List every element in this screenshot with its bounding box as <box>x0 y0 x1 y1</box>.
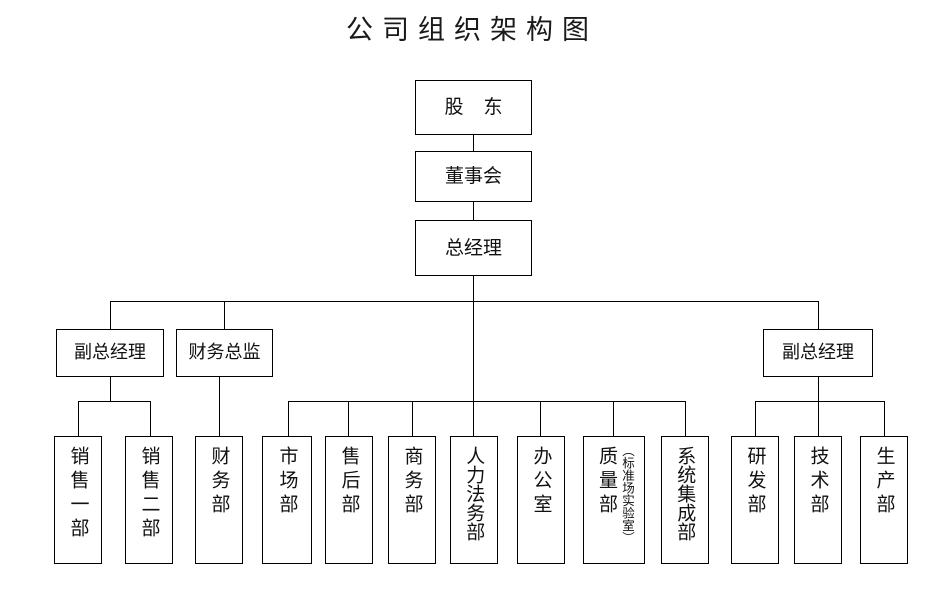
node-rd-dept-label: 研发部 <box>744 446 767 518</box>
connector-finance-director-to-finance-dept <box>219 377 221 436</box>
node-rd-dept: 研发部 <box>731 436 779 564</box>
node-tech-dept-label: 技术部 <box>807 446 830 518</box>
node-sales-2: 销售二部 <box>125 436 173 564</box>
connector-deputy-right-stem <box>817 377 819 402</box>
connector-deputy-left-stem <box>110 377 112 402</box>
node-deputy-gm-right-label: 副总经理 <box>782 342 854 364</box>
connector-gm-stem <box>472 276 474 302</box>
connector-to-hr-legal-dept <box>472 401 474 436</box>
connector-gm-bus <box>110 301 819 303</box>
node-office-label: 办公室 <box>530 446 553 518</box>
connector-shareholders-board <box>472 135 474 151</box>
node-shareholders-label: 股 东 <box>444 96 510 119</box>
connector-to-tech-dept <box>817 401 819 436</box>
node-deputy-gm-left: 副总经理 <box>56 329 164 377</box>
node-quality-dept: 质量部 （标准场实验室） <box>583 436 645 564</box>
node-board-label: 董事会 <box>444 165 502 188</box>
connector-to-sales-1 <box>78 401 80 436</box>
connector-to-business-dept <box>412 401 414 436</box>
node-board: 董事会 <box>415 151 532 202</box>
connector-to-system-integration-dept <box>684 401 686 436</box>
connector-to-office <box>540 401 542 436</box>
node-finance-dept-label: 财务部 <box>208 446 231 518</box>
connector-middle-bus <box>288 401 686 403</box>
node-quality-dept-label: 质量部 <box>596 446 619 518</box>
connector-deputy-left-bus <box>78 401 151 403</box>
node-office: 办公室 <box>517 436 565 564</box>
connector-to-production-dept <box>883 401 885 436</box>
node-system-integration-dept: 系统集成部 <box>661 436 709 564</box>
node-hr-legal-dept-label: 人力法务部 <box>463 446 486 541</box>
connector-board-gm <box>472 202 474 220</box>
node-shareholders: 股 东 <box>415 80 532 135</box>
node-general-manager: 总经理 <box>415 220 532 276</box>
node-deputy-gm-left-label: 副总经理 <box>74 342 146 364</box>
node-hr-legal-dept: 人力法务部 <box>450 436 498 564</box>
connector-deputy-right-bus <box>755 401 885 403</box>
node-sales-1-label: 销售一部 <box>67 446 90 542</box>
node-business-dept-label: 商务部 <box>401 446 424 518</box>
connector-gm-to-middle-bus <box>472 301 474 402</box>
connector-to-aftersales-dept <box>348 401 350 436</box>
node-production-dept-label: 生产部 <box>873 446 896 518</box>
node-deputy-gm-right: 副总经理 <box>763 329 873 377</box>
node-production-dept: 生产部 <box>860 436 908 564</box>
node-general-manager-label: 总经理 <box>444 236 502 259</box>
node-aftersales-dept: 售后部 <box>325 436 373 564</box>
connector-to-rd-dept <box>755 401 757 436</box>
connector-bus-to-deputy-left <box>110 301 112 329</box>
connector-to-sales-2 <box>149 401 151 436</box>
node-marketing-dept: 市场部 <box>262 436 312 564</box>
node-sales-1: 销售一部 <box>54 436 102 564</box>
page-title: 公司组织架构图 <box>346 15 598 46</box>
node-sales-2-label: 销售二部 <box>138 446 161 542</box>
connector-bus-to-deputy-right <box>817 301 819 329</box>
node-finance-director-label: 财务总监 <box>188 342 261 364</box>
connector-to-quality-dept <box>613 401 615 436</box>
node-finance-director: 财务总监 <box>176 329 273 377</box>
node-quality-dept-note: （标准场实验室） <box>620 444 636 544</box>
node-tech-dept: 技术部 <box>794 436 842 564</box>
connector-bus-to-finance-director <box>224 301 226 329</box>
node-business-dept: 商务部 <box>388 436 436 564</box>
node-marketing-dept-label: 市场部 <box>276 446 299 518</box>
node-aftersales-dept-label: 售后部 <box>338 446 361 518</box>
node-system-integration-dept-label: 系统集成部 <box>674 446 697 541</box>
node-finance-dept: 财务部 <box>195 436 243 564</box>
connector-to-marketing-dept <box>288 401 290 436</box>
